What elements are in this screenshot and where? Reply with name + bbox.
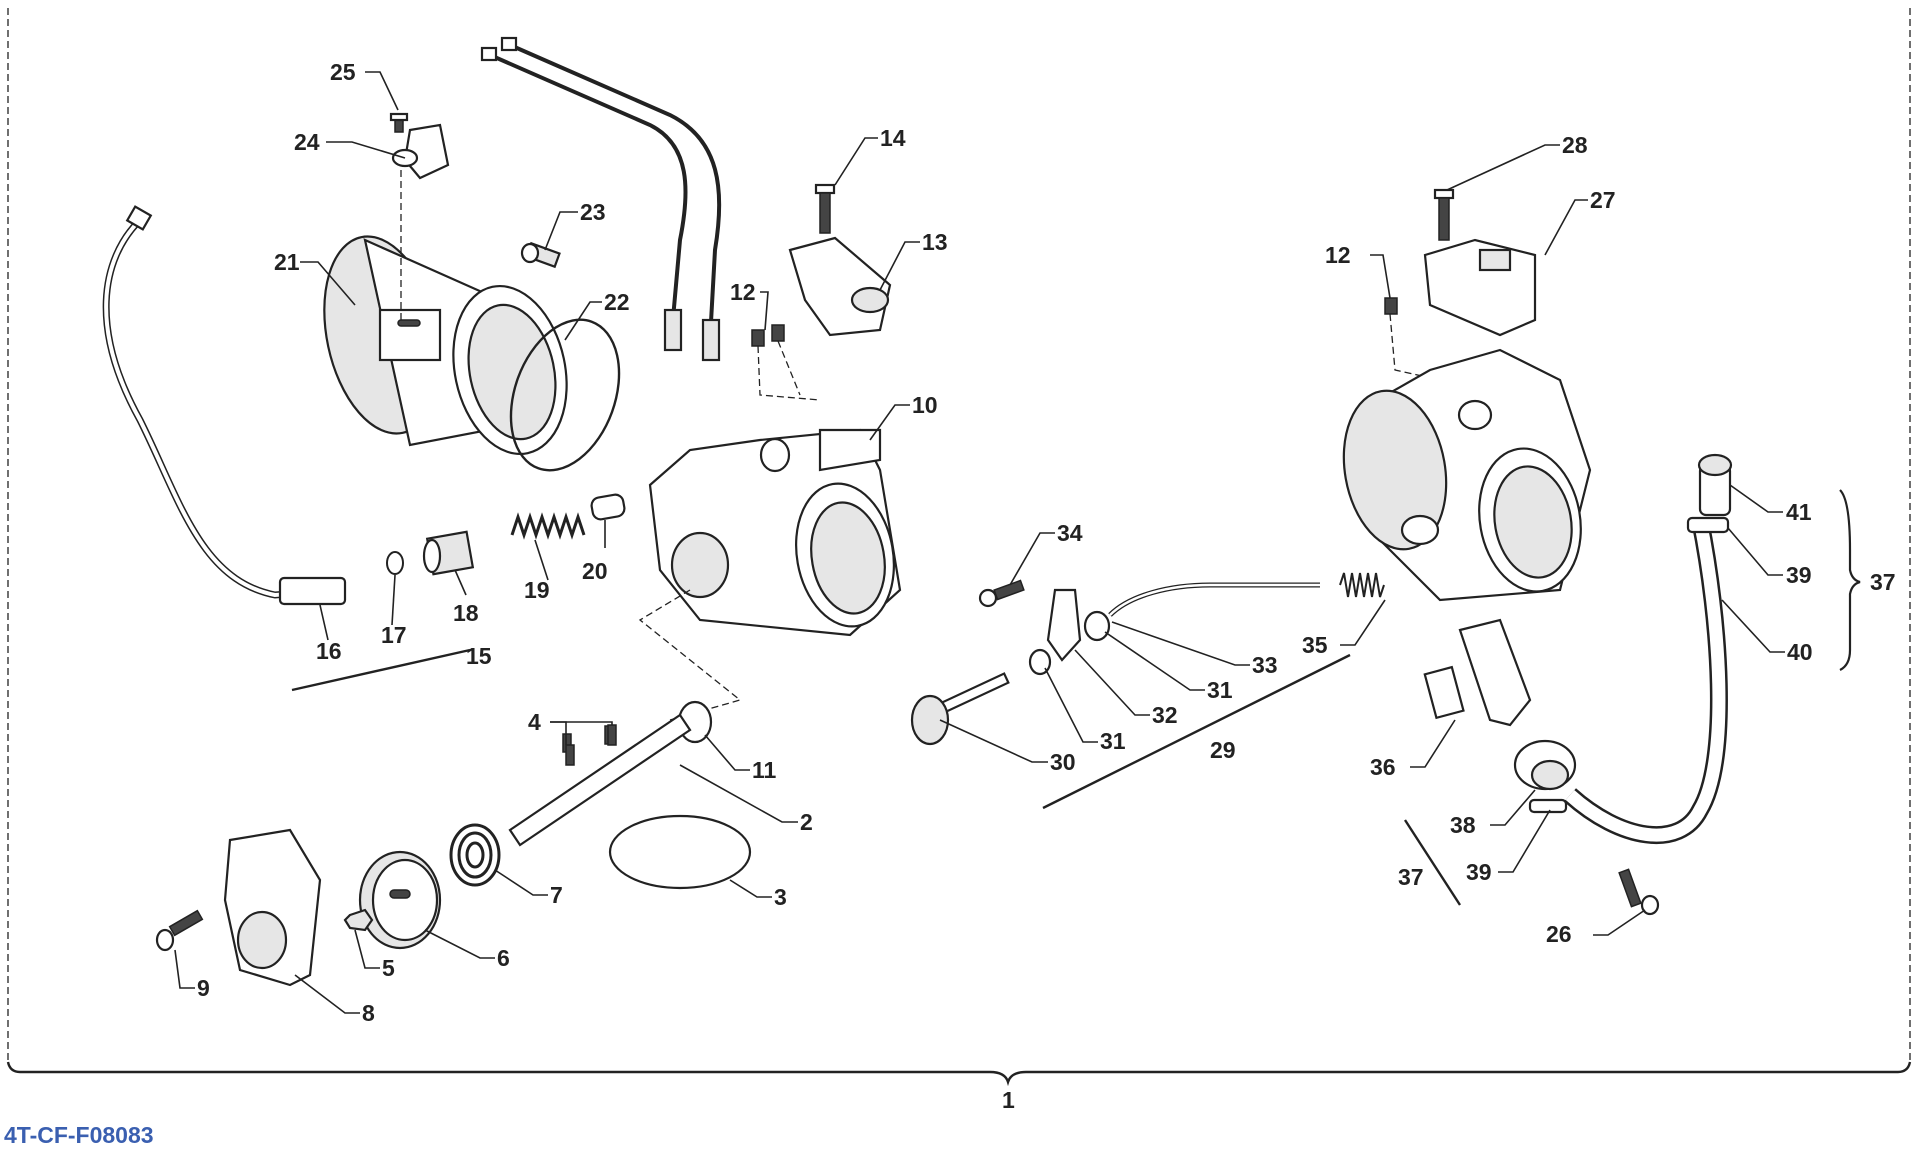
throttle-cables	[480, 36, 722, 362]
bolt-part-23	[520, 241, 561, 269]
callout-23: 23	[580, 199, 606, 225]
callout-14: 14	[880, 125, 906, 151]
callout-6: 6	[497, 945, 510, 971]
callout-34: 34	[1057, 520, 1083, 546]
plunger-part-20	[590, 493, 626, 521]
group-line-15	[291, 648, 471, 692]
callout-37b: 37	[1398, 864, 1424, 890]
callout-16: 16	[316, 638, 342, 664]
o-ring-part-22	[509, 318, 621, 472]
callout-33: 33	[1252, 652, 1278, 678]
callout-1: 1	[1002, 1087, 1015, 1113]
nut-part-5	[343, 908, 374, 932]
callout-9: 9	[197, 975, 210, 1001]
callout-38: 38	[1450, 812, 1476, 838]
clamp-part-39-lower	[1528, 798, 1568, 814]
right-throttle-body-group	[1342, 188, 1861, 916]
callout-37a: 37	[1870, 569, 1896, 595]
callout-12b: 12	[1325, 242, 1351, 268]
callout-35: 35	[1302, 632, 1328, 658]
screw-part-14	[814, 183, 836, 234]
fitting-part-38	[1513, 739, 1577, 791]
callout-36: 36	[1370, 754, 1396, 780]
plate-part-32	[1046, 588, 1082, 662]
callout-5: 5	[382, 955, 395, 981]
spring-part-7	[449, 823, 501, 887]
choke-cable-part-16	[102, 205, 347, 606]
group-brace-37-right	[1839, 489, 1861, 671]
callout-11: 11	[752, 757, 777, 783]
grub-screws-part-12-left	[751, 324, 785, 347]
callout-28: 28	[1562, 132, 1588, 158]
assembly-bracket	[6, 8, 1912, 1087]
throttle-plate-part-3	[608, 814, 752, 890]
hose-part-40	[1563, 518, 1728, 845]
bolt-part-34	[978, 579, 1025, 608]
washer-part-31-upper	[1083, 610, 1111, 642]
callout-24: 24	[294, 129, 320, 155]
callout-13: 13	[922, 229, 948, 255]
callout-31b: 31	[1207, 677, 1233, 703]
clamp-part-39-upper	[1686, 516, 1730, 534]
throttle-body-right	[1342, 348, 1592, 602]
callout-3: 3	[774, 884, 787, 910]
callout-22: 22	[604, 289, 630, 315]
callout-20: 20	[582, 558, 608, 584]
callout-2: 2	[800, 809, 813, 835]
callout-29: 29	[1210, 737, 1236, 763]
callout-7: 7	[550, 882, 563, 908]
callout-8: 8	[362, 1000, 375, 1026]
position-sensor-part-13	[788, 236, 892, 337]
fitting-part-18	[422, 530, 475, 576]
callout-4: 4	[528, 709, 541, 735]
cover-part-8	[223, 828, 322, 987]
callout-41: 41	[1786, 499, 1812, 525]
cable-part-33	[1108, 582, 1320, 617]
pulley-part-6	[358, 850, 442, 950]
throttle-body-part-10	[648, 428, 902, 637]
callout-12a: 12	[730, 279, 756, 305]
left-throttle-body-group	[102, 36, 902, 987]
washer-part-17	[386, 551, 404, 575]
screws-part-4	[565, 724, 617, 766]
callout-26: 26	[1546, 921, 1572, 947]
callout-32: 32	[1152, 702, 1178, 728]
spring-part-35	[1339, 572, 1385, 598]
callout-15: 15	[466, 643, 492, 669]
group-line-37-left	[1403, 819, 1462, 906]
callout-10: 10	[912, 392, 938, 418]
sensor-part-27	[1423, 238, 1537, 337]
group-line-29	[1042, 653, 1351, 810]
callout-18: 18	[453, 600, 479, 626]
figure-code: 4T-CF-F08083	[4, 1122, 154, 1148]
grub-screw-part-12-right	[1384, 297, 1398, 315]
callout-30: 30	[1050, 749, 1076, 775]
leader-lines	[174, 71, 1785, 1014]
screw-part-28	[1433, 188, 1455, 241]
intake-adapter-part-21	[323, 235, 568, 456]
callout-40: 40	[1787, 639, 1813, 665]
callout-25: 25	[330, 59, 356, 85]
callout-17: 17	[381, 622, 407, 648]
callout-39b: 39	[1466, 859, 1492, 885]
bolt-part-9	[155, 909, 204, 952]
bolt-part-26	[1618, 868, 1660, 916]
callout-27: 27	[1590, 187, 1616, 213]
screw-part-25	[389, 112, 409, 133]
callout-39a: 39	[1786, 562, 1812, 588]
idle-screw-part-30	[910, 672, 1010, 746]
callout-labels: 1 2 3 4 5 6 7 8 9 10 11 12 12 13 14 15 1…	[197, 59, 1896, 1113]
callout-19: 19	[524, 577, 550, 603]
callout-31a: 31	[1100, 728, 1126, 754]
callout-21: 21	[274, 249, 300, 275]
spring-part-19	[510, 512, 586, 540]
idle-adjuster-group	[910, 572, 1385, 810]
connector-part-41	[1697, 453, 1733, 517]
injector-part-36	[1423, 618, 1532, 727]
